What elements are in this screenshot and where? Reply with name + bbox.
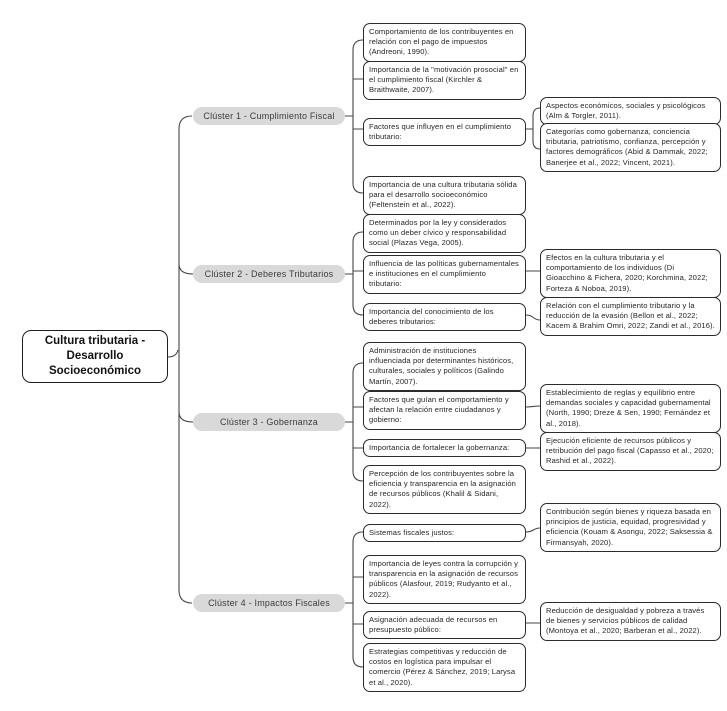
topic-node: Factores que influyen en el cumplimiento…	[363, 118, 526, 147]
detail-node: Establecimiento de reglas y equilibrio e…	[540, 384, 721, 433]
detail-node: Efectos en la cultura tributaria y el co…	[540, 249, 721, 298]
cluster4-branch-connector	[345, 531, 364, 668]
topic-node: Administración de instituciones influenc…	[363, 342, 526, 391]
topic-node: Importancia de fortalecer la gobernanza:	[363, 439, 526, 458]
detail-node: Relación con el cumplimiento tributario …	[540, 297, 721, 336]
topic-node: Influencia de las políticas gubernamenta…	[363, 255, 526, 294]
topic-node: Importancia de leyes contra la corrupció…	[363, 555, 526, 604]
detail-node: Contribución según bienes y riqueza basa…	[540, 503, 721, 552]
cluster3-branch-connector	[345, 362, 364, 482]
cluster-4-label: Clúster 4 - Impactos Fiscales	[193, 594, 345, 612]
detail-node: Ejecución eficiente de recursos públicos…	[540, 432, 721, 471]
cluster-1-label: Clúster 1 - Cumplimiento Fiscal	[193, 107, 345, 125]
cluster-3-label: Clúster 3 - Gobernanza	[193, 413, 345, 431]
cluster-2-label: Clúster 2 - Deberes Tributarios	[193, 265, 345, 283]
detail-branch-connectors	[525, 107, 541, 624]
topic-node: Sistemas fiscales justos:	[363, 524, 526, 543]
topic-node: Estrategias competitivas y reducción de …	[363, 643, 526, 692]
detail-node: Reducción de desigualdad y pobreza a tra…	[540, 602, 721, 641]
topic-node: Comportamiento de los contribuyentes en …	[363, 23, 526, 62]
topic-node: Importancia del conocimiento de los debe…	[363, 303, 526, 332]
topic-node: Determinados por la ley y considerados c…	[363, 214, 526, 253]
detail-node: Aspectos económicos, sociales y psicológ…	[540, 97, 721, 126]
cluster2-branch-connector	[345, 231, 364, 316]
cluster1-branch-connector	[345, 39, 364, 194]
root-node: Cultura tributaria - Desarrollo Socioeco…	[22, 330, 168, 383]
topic-node: Percepción de los contribuyentes sobre l…	[363, 465, 526, 514]
detail-node: Categorías como gobernanza, conciencia t…	[540, 123, 721, 172]
trunk-connector	[167, 115, 194, 604]
topic-node: Importancia de una cultura tributaria só…	[363, 176, 526, 215]
topic-node: Asignación adecuada de recursos en presu…	[363, 611, 526, 640]
topic-node: Importancia de la "motivación prosocial"…	[363, 61, 526, 100]
topic-node: Factores que guían el comportamiento y a…	[363, 391, 526, 430]
